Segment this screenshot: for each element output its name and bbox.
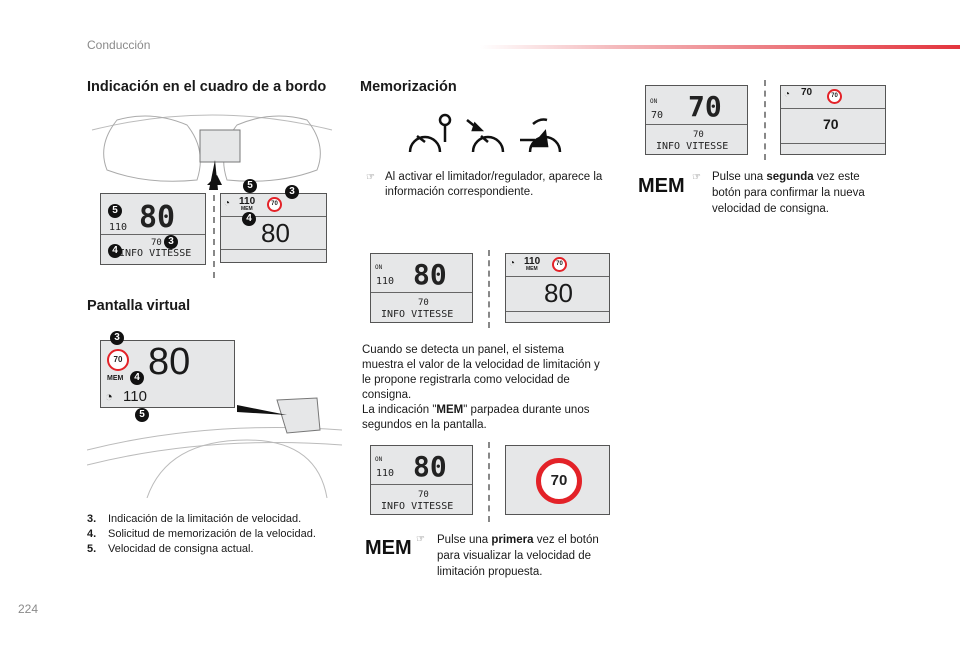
current-speed: 80 <box>139 200 176 235</box>
speed-limit-sign: 70 <box>267 197 282 212</box>
speedometer-icon: ◔ <box>224 198 231 209</box>
limit-speed: 70 <box>151 238 162 248</box>
callout-4: 4 <box>130 371 144 385</box>
legend-item: 4.Solicitud de memorización de la veloci… <box>87 528 316 540</box>
info-label: INFO VITESSE <box>656 141 729 152</box>
dash-lcd-modern: ◔ 110 MEM 70 80 <box>220 193 327 263</box>
callout-5: 5 <box>243 179 257 193</box>
set-speed: 110 <box>376 276 395 287</box>
info-label: INFO VITESSE <box>381 309 454 320</box>
set-speed: 110 <box>109 222 128 233</box>
page-number: 224 <box>18 602 39 616</box>
speed-icons <box>408 113 562 153</box>
lcd-segment-1: ON 110 80 70 INFO VITESSE <box>370 253 473 323</box>
set-speed: 70 <box>801 87 813 98</box>
callout-3: 3 <box>164 235 178 249</box>
heading-virtual-display: Pantalla virtual <box>87 298 191 314</box>
divider <box>488 250 490 328</box>
set-speed: 110 <box>376 468 395 479</box>
dash-lcd-segment: 80 110 70 INFO VITESSE <box>100 193 206 265</box>
section-title: Conducción <box>87 38 151 52</box>
current-speed: 80 <box>413 450 447 483</box>
speed-limit-sign: 70 <box>552 257 567 272</box>
heading-memorization: Memorización <box>360 79 457 95</box>
current-speed: 70 <box>823 116 839 132</box>
speedometer-icon: ◔ <box>105 389 113 404</box>
on-indicator: ON <box>650 98 658 105</box>
heading-dashboard-display: Indicación en el cuadro de a bordo <box>87 79 327 95</box>
hand-pointer-icon: ☞ <box>416 534 425 545</box>
legend-item: 5.Velocidad de consigna actual. <box>87 543 254 555</box>
current-speed: 80 <box>148 341 191 383</box>
set-speed: 110 <box>239 196 256 207</box>
callout-5: 5 <box>135 408 149 422</box>
lcd-modern-3: ◔ 70 70 70 <box>780 85 886 155</box>
limit-speed: 70 <box>693 130 704 140</box>
divider <box>488 442 490 522</box>
mem-button-label: MEM <box>638 175 685 197</box>
current-speed: 80 <box>261 218 290 248</box>
paragraph-text: Cuando se detecta un panel, el sistema m… <box>362 344 600 401</box>
set-speed: 110 <box>524 256 541 267</box>
speed-limit-sign: 70 <box>107 349 129 371</box>
lcd-segment-2: ON 110 80 70 INFO VITESSE <box>370 445 473 515</box>
limit-speed: 70 <box>418 298 429 308</box>
hand-pointer-icon: ☞ <box>366 172 375 183</box>
mem-blink-text: La indicación "MEM" parpadea durante uno… <box>362 404 590 431</box>
lcd-modern-1: ◔ 110 MEM 70 80 <box>505 253 610 323</box>
divider <box>764 80 766 160</box>
limit-speed: 70 <box>418 490 429 500</box>
current-speed: 70 <box>688 90 722 123</box>
speed-limit-sign: 70 <box>827 89 842 104</box>
mem-indicator: MEM <box>241 206 253 212</box>
limiter-speedometer-icon <box>408 113 452 153</box>
callout-3: 3 <box>285 185 299 199</box>
detection-paragraph: Cuando se detecta un panel, el sistema m… <box>362 343 607 433</box>
callout-4: 4 <box>108 244 122 258</box>
bullet-first-press: Pulse una primera vez el botón para visu… <box>437 534 599 578</box>
legend-list: 3.Indicación de la limitación de velocid… <box>87 512 347 557</box>
legend-item: 3.Indicación de la limitación de velocid… <box>87 513 302 525</box>
callout-3: 3 <box>110 331 124 345</box>
on-indicator: ON <box>375 264 383 271</box>
speedometer-icon: ◔ <box>784 89 791 100</box>
lcd-modern-2: 70 <box>505 445 610 515</box>
current-speed: 80 <box>544 278 573 308</box>
mem-button-label: MEM <box>365 537 412 559</box>
speedometer-icon: ◔ <box>509 258 516 269</box>
bullet-activation-text: Al activar el limitador/regulador, apare… <box>385 171 603 198</box>
set-speed: 110 <box>123 388 147 405</box>
adaptive-cruise-icon <box>520 118 562 153</box>
on-indicator: ON <box>375 456 383 463</box>
cruise-control-icon <box>466 119 505 153</box>
info-label: INFO VITESSE <box>119 248 192 259</box>
windshield-illustration <box>87 397 342 498</box>
mem-indicator: MEM <box>107 375 124 382</box>
info-label: INFO VITESSE <box>381 501 454 512</box>
lcd-segment-3: ON 70 70 70 INFO VITESSE <box>645 85 748 155</box>
set-speed: 70 <box>651 110 664 121</box>
dashboard-illustration <box>91 114 333 280</box>
virtual-display: 70 80 MEM ◔ 110 <box>100 340 235 408</box>
bullet-second-press: Pulse una segunda vez este botón para co… <box>712 171 865 215</box>
speed-limit-sign: 70 <box>536 458 582 504</box>
mem-indicator: MEM <box>526 266 538 272</box>
current-speed: 80 <box>413 258 447 291</box>
callout-4: 4 <box>242 212 256 226</box>
header-accent-line <box>480 45 960 49</box>
hand-pointer-icon: ☞ <box>692 172 701 183</box>
callout-5: 5 <box>108 204 122 218</box>
